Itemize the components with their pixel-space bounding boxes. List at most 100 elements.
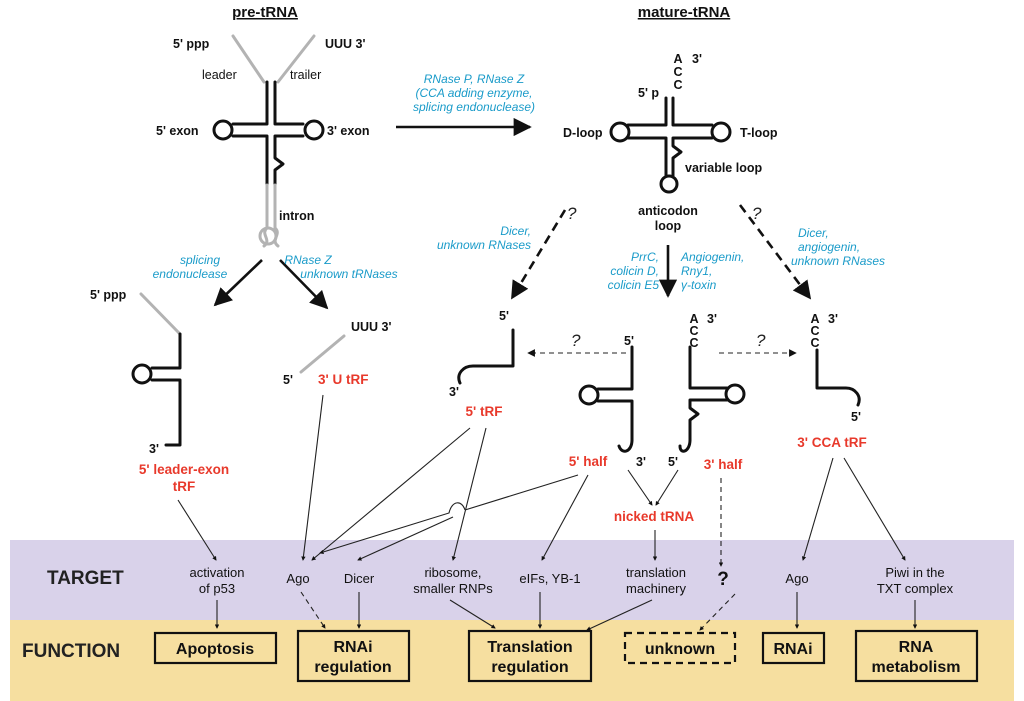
pre-trna-structure [212, 34, 325, 248]
nicked-trna-label: nicked tRNA [614, 509, 695, 524]
angiogenin-2: Rny1, [681, 264, 712, 278]
dicer-left-2: unknown RNases [437, 238, 531, 252]
maturation-enzymes-3: splicing endonuclease) [413, 100, 535, 114]
anticodon-label-1: anticodon [638, 204, 698, 218]
prrc-2: colicin D, [610, 264, 659, 278]
cca-c2: C [810, 336, 819, 350]
target-p53-1: activation [190, 565, 245, 580]
leader-exon-trf-structure [131, 292, 182, 447]
rna-metabolism-box [854, 629, 979, 683]
trailer-label: trailer [290, 68, 321, 82]
target-ribosome-1: ribosome, [424, 565, 481, 580]
dicer-right-1: Dicer, [798, 226, 829, 240]
rnase-z-enzyme-2: unknown tRNases [300, 267, 397, 281]
target-band [10, 540, 1014, 620]
conn-cca-ago [801, 457, 834, 561]
question-mark-1: ? [567, 204, 577, 223]
half-c2: C [689, 336, 698, 350]
function-band-label: FUNCTION [22, 641, 120, 662]
target-ago-1: Ago [286, 571, 309, 586]
rna-metabolism-label-2: metabolism [872, 659, 961, 676]
half-c1: C [689, 324, 698, 338]
rnai-box [761, 631, 826, 665]
half-bottom-three: 3' [636, 455, 646, 469]
arrow-three-half-to-nicked [655, 469, 679, 506]
arrow-five-half-to-nicked [627, 469, 653, 506]
conn-five-half-eifs [541, 474, 589, 561]
prrc-1: PrrC, [631, 250, 659, 264]
half-top-three: 3' [707, 312, 717, 326]
conn-leader-exon-p53 [177, 499, 217, 561]
arrow-dicer-left [510, 209, 567, 300]
d-loop-label: D-loop [563, 126, 603, 140]
variable-loop-label: variable loop [685, 161, 762, 175]
maturation-enzymes-2: (CCA adding enzyme, [416, 86, 533, 100]
target-ago-2: Ago [785, 571, 808, 586]
cca-trf-label: 3' CCA tRF [797, 435, 866, 450]
mature-trna-structure [609, 96, 732, 194]
mature-three: 3' [692, 52, 702, 66]
leader-exon-five: 5' ppp [90, 288, 127, 302]
half-a: A [689, 312, 698, 326]
conn-five-half-ago [464, 474, 579, 511]
question-mark-4: ? [756, 331, 766, 350]
anticodon-label-2: loop [655, 219, 682, 233]
arrow-rnase-z [279, 259, 329, 310]
prrc-3: colicin E5 [608, 278, 660, 292]
pre-three-end: UUU 3' [325, 37, 366, 51]
tf-machinery-translation [586, 599, 653, 631]
dicer-right-2: angiogenin, [798, 240, 860, 254]
translation-regulation-label-1: Translation [487, 639, 572, 656]
tf-ago-rnai [300, 591, 326, 629]
mature-trna-header: mature-tRNA [638, 4, 731, 21]
conn-five-trf-dicer [357, 516, 454, 561]
target-eifs: eIFs, YB-1 [519, 571, 580, 586]
target-piwi-1: Piwi in the [885, 565, 944, 580]
translation-regulation-label-2: regulation [491, 659, 568, 676]
cca-a: A [810, 312, 819, 326]
question-mark-2: ? [752, 204, 762, 223]
rnai-regulation-label-2: regulation [314, 659, 391, 676]
leader-exon-three: 3' [149, 442, 159, 456]
intron-label: intron [279, 209, 314, 223]
five-trf-structure [457, 328, 515, 385]
rna-metabolism-label-1: RNA [899, 639, 934, 656]
u-trf-label: 3' U tRF [318, 372, 368, 387]
u-trf-five: 5' [283, 373, 293, 387]
dicer-left-1: Dicer, [500, 224, 531, 238]
leader-exon-trf-label-1: 5' leader-exon [139, 462, 229, 477]
splicing-enzyme-2: endonuclease [153, 267, 228, 281]
target-dicer: Dicer [344, 571, 375, 586]
arrow-dicer-right [738, 204, 812, 300]
cca-c1: C [810, 324, 819, 338]
dicer-right-3: unknown RNases [791, 254, 885, 268]
leader-exon-trf-label-2: tRF [173, 479, 196, 494]
rnai-regulation-box [296, 629, 411, 683]
five-trf-label: 5' tRF [466, 404, 503, 419]
question-mark-3: ? [571, 331, 581, 350]
three-half-label: 3' half [704, 457, 743, 472]
pre-five-end: 5' ppp [173, 37, 210, 51]
five-half-label: 5' half [569, 454, 608, 469]
target-ribosome-2: smaller RNPs [413, 581, 493, 596]
mature-a: A [673, 52, 682, 66]
target-machinery-2: machinery [626, 581, 686, 596]
target-machinery-1: translation [626, 565, 686, 580]
unknown-label: unknown [645, 641, 715, 658]
target-band-label: TARGET [47, 568, 124, 589]
five-trf-three: 3' [449, 385, 459, 399]
conn-hop [319, 502, 466, 555]
three-exon-label: 3' exon [327, 124, 370, 138]
mature-five-p: 5' p [638, 86, 659, 100]
apoptosis-label: Apoptosis [176, 641, 254, 658]
half-bottom-five: 5' [668, 455, 678, 469]
translation-regulation-box [467, 629, 593, 683]
apoptosis-box [153, 631, 278, 665]
leader-label: leader [202, 68, 237, 82]
unknown-box [623, 631, 737, 665]
pre-trna-header: pre-tRNA [232, 4, 298, 21]
cca-trf-structure [815, 348, 861, 407]
rnai-regulation-label-1: RNAi [333, 639, 372, 656]
